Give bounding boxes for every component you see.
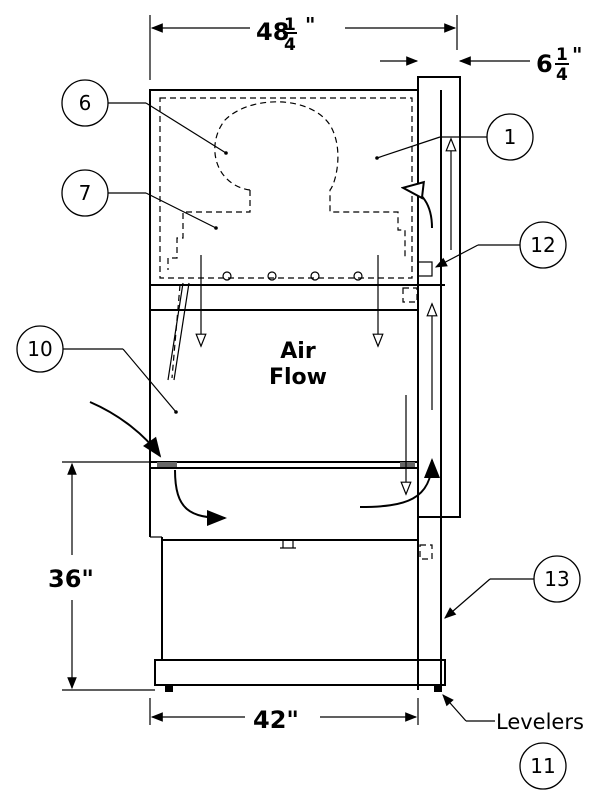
svg-text:12: 12 xyxy=(530,233,555,257)
callout-12: 12 xyxy=(434,221,567,269)
depth-fraction-numerator: 1 xyxy=(556,45,568,65)
svg-text:13: 13 xyxy=(544,567,569,591)
base-width-label: 42" xyxy=(253,706,299,734)
svg-text:7: 7 xyxy=(79,181,92,205)
width-fraction-denominator: 4 xyxy=(284,35,296,55)
depth-dimension: 6 1 4 " xyxy=(380,43,582,85)
air-label: Air xyxy=(280,339,316,364)
width-inch-mark: " xyxy=(305,13,315,37)
height-label: 36" xyxy=(48,565,94,593)
base-width-dimension: 42" xyxy=(149,698,419,734)
callout-6: 6 xyxy=(61,79,228,155)
svg-text:10: 10 xyxy=(27,337,52,361)
svg-text:1: 1 xyxy=(504,125,517,149)
width-dimension: 48 1 4 " xyxy=(149,13,458,80)
svg-text:6: 6 xyxy=(79,91,92,115)
callout-11-levelers: Levelers 11 xyxy=(442,694,584,790)
callout-10: 10 xyxy=(16,325,178,414)
callout-1: 1 xyxy=(375,113,534,161)
levelers-label: Levelers xyxy=(496,710,584,734)
depth-fraction-denominator: 4 xyxy=(556,65,568,85)
depth-inch-mark: " xyxy=(572,43,582,67)
flow-label: Flow xyxy=(269,365,327,390)
depth-whole: 6 xyxy=(536,50,553,78)
airflow-arrows xyxy=(89,140,451,508)
cabinet-body xyxy=(149,76,461,692)
filter-holes xyxy=(222,271,363,281)
height-dimension: 36" xyxy=(48,461,155,691)
callout-7: 7 xyxy=(61,169,218,230)
callout-13: 13 xyxy=(444,555,581,619)
svg-text:11: 11 xyxy=(530,754,555,778)
width-fraction-numerator: 1 xyxy=(284,15,296,35)
